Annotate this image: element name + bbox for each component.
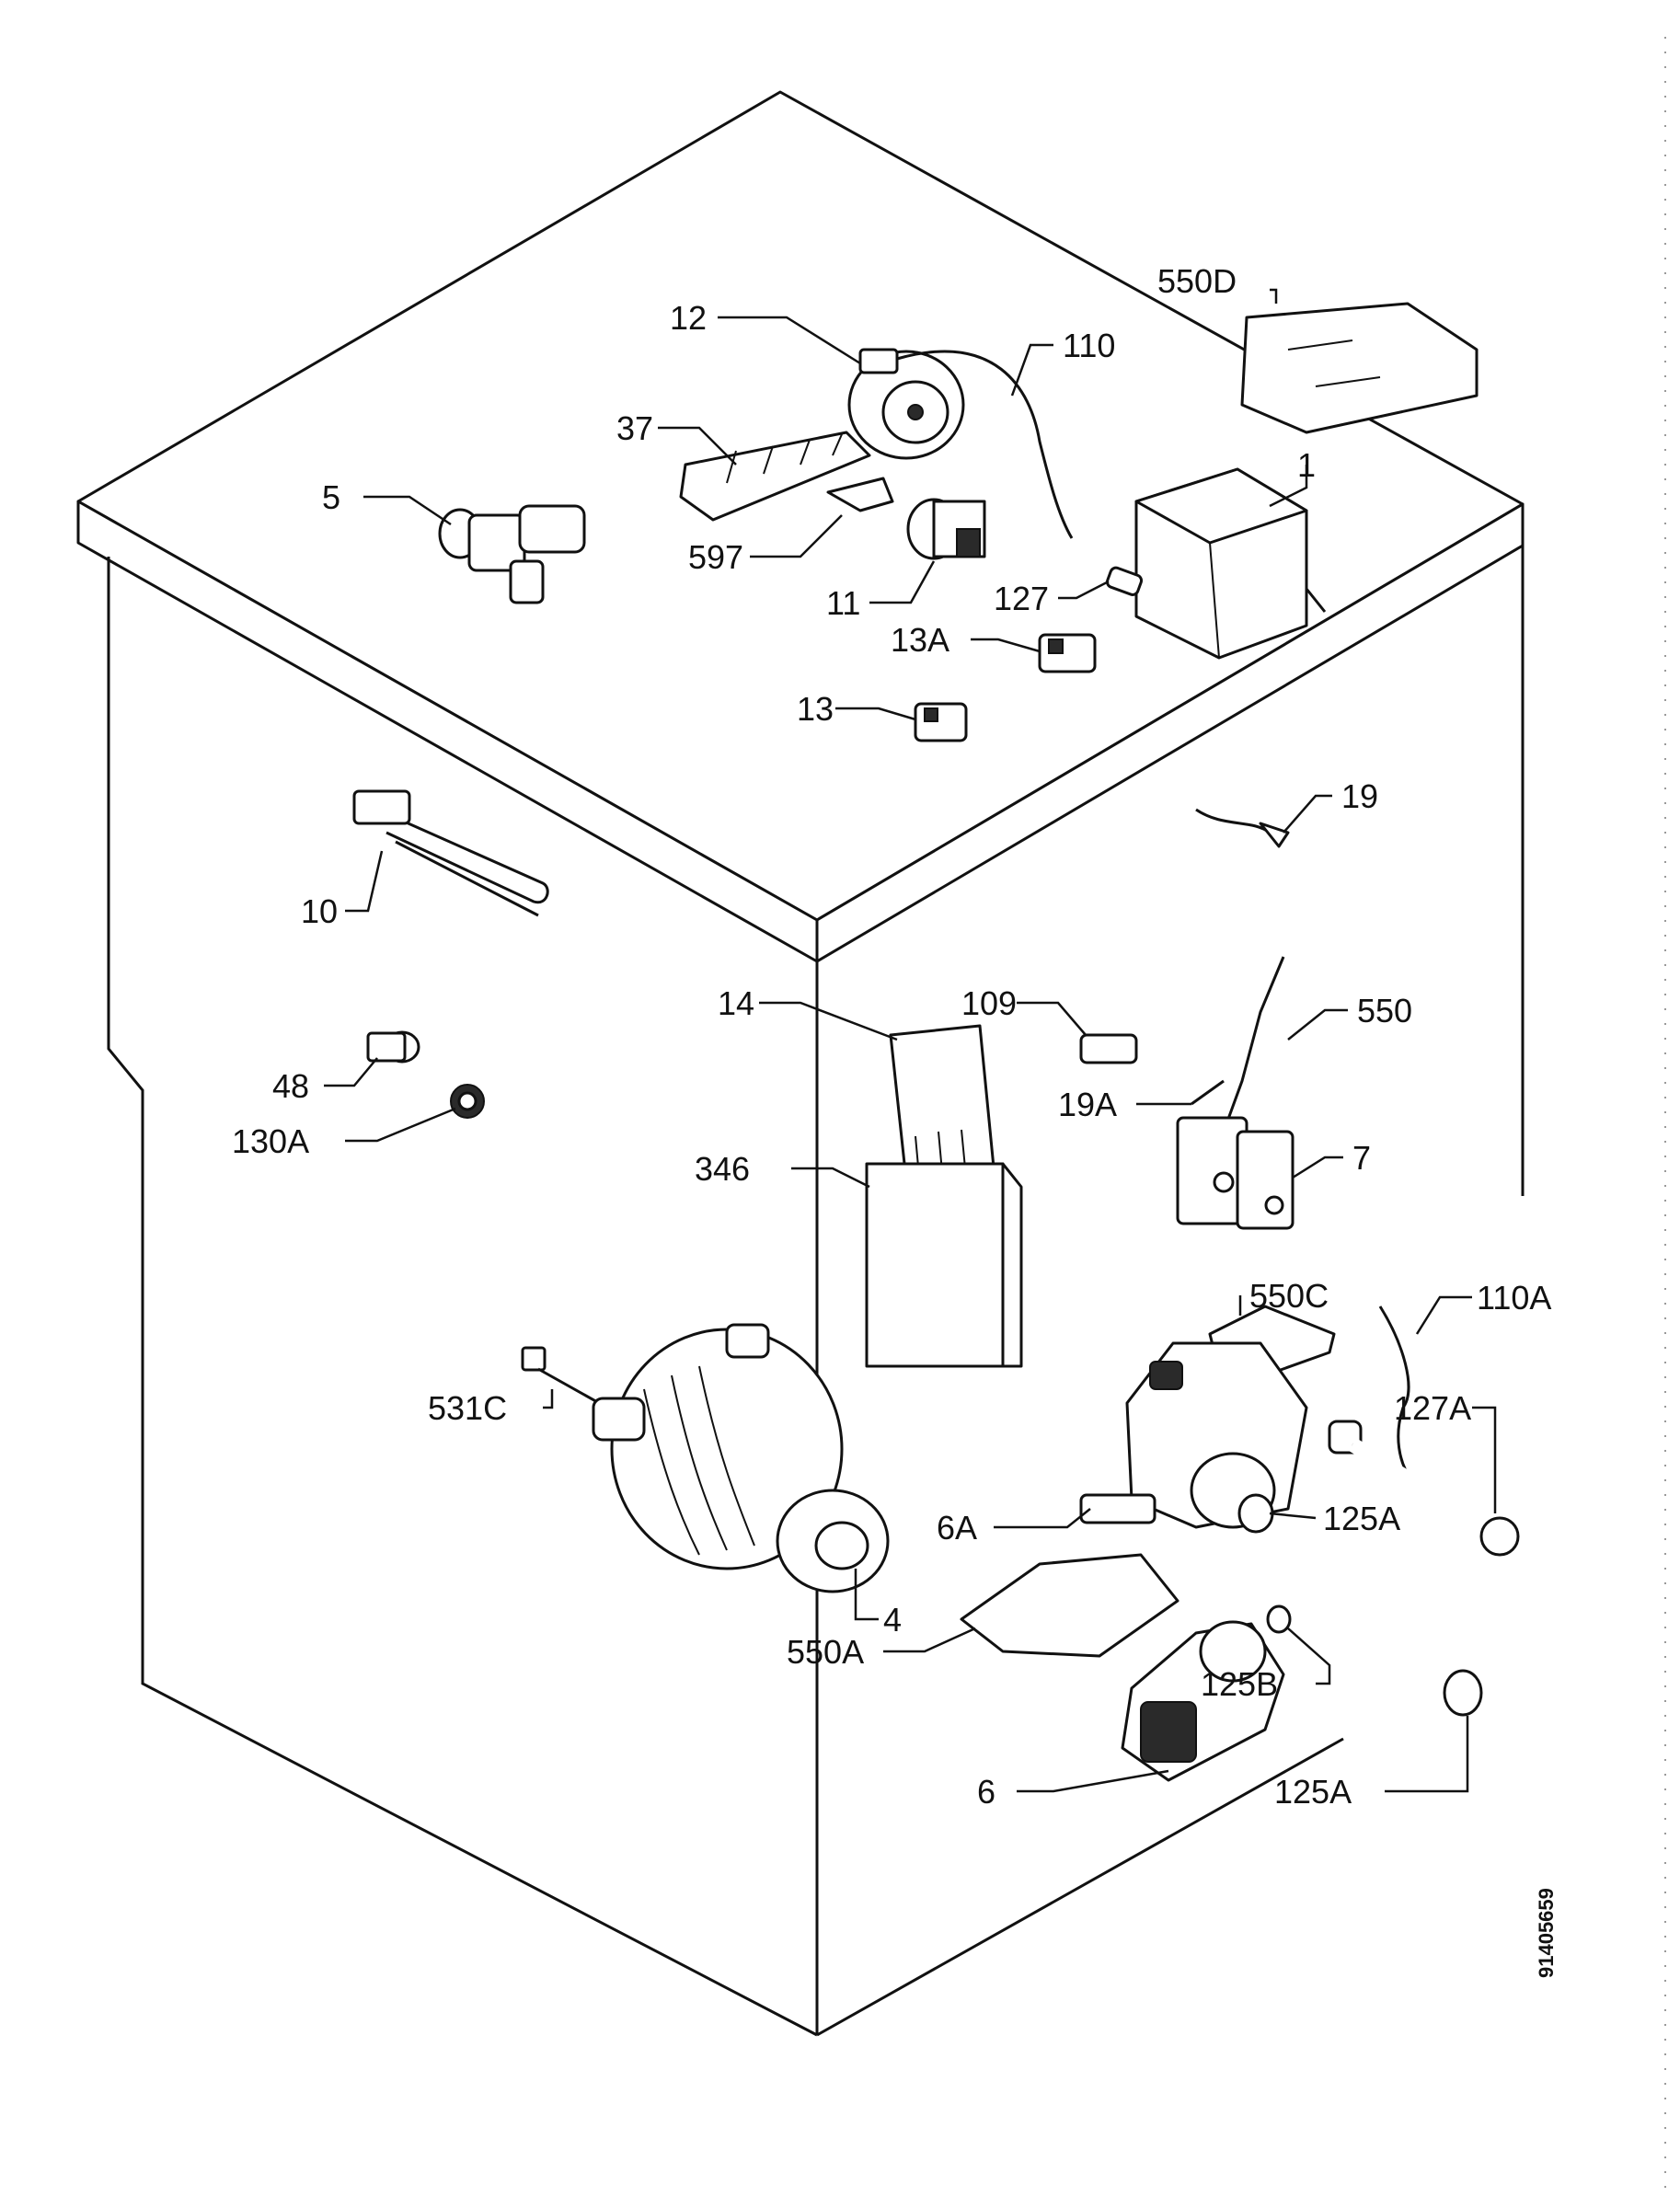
timer-motor-12 xyxy=(847,348,965,460)
callout-125B: 125B xyxy=(1201,1665,1278,1703)
switch-48-body xyxy=(366,1031,407,1063)
heater-element-10 xyxy=(352,789,549,917)
terminal-block-37 xyxy=(679,431,871,522)
leader-lines xyxy=(324,288,1497,1793)
sensor-19A xyxy=(1191,1079,1225,1106)
callout-1: 1 xyxy=(1297,446,1316,484)
bolt-531C xyxy=(521,1346,608,1409)
hose-110A xyxy=(1378,1305,1414,1482)
callout-130A: 130A xyxy=(232,1122,309,1160)
sensor-19 xyxy=(1259,822,1290,848)
hose-127A xyxy=(1328,1420,1520,1557)
callout-550: 550 xyxy=(1357,992,1412,1029)
program-selector-1 xyxy=(1134,467,1327,660)
callout-110A: 110A xyxy=(1477,1279,1551,1317)
sensor-19-wire xyxy=(1195,808,1271,834)
seal-125B xyxy=(1266,1604,1292,1634)
drain-pump-6 xyxy=(1121,1620,1285,1782)
inlet-valve-5 xyxy=(438,504,586,604)
callout-37: 37 xyxy=(616,409,653,447)
callout-550A: 550A xyxy=(787,1633,864,1671)
callout-6A: 6A xyxy=(937,1509,977,1547)
module-housing-346-side xyxy=(1001,1162,1023,1368)
cover-plate-detail xyxy=(1287,339,1381,387)
callout-127A: 127A xyxy=(1394,1389,1471,1427)
connector-13 xyxy=(914,702,968,742)
callout-597: 597 xyxy=(688,538,743,576)
callout-110: 110 xyxy=(1063,327,1115,364)
wiring-arm-550 xyxy=(1222,956,1285,1133)
callout-550D: 550D xyxy=(1157,262,1237,300)
motor-4 xyxy=(592,1323,890,1593)
connector-13-detail xyxy=(924,707,938,722)
seal-125A-lower xyxy=(1443,1669,1483,1717)
callout-19: 19 xyxy=(1341,777,1378,815)
callout-12: 12 xyxy=(670,299,707,337)
callout-13A: 13A xyxy=(891,621,949,659)
callout-4: 4 xyxy=(883,1601,902,1639)
callout-109: 109 xyxy=(961,984,1017,1022)
callout-531C: 531C xyxy=(428,1389,507,1427)
pump-housing-6A xyxy=(1079,1341,1308,1529)
callout-10: 10 xyxy=(301,892,338,930)
callout-550C: 550C xyxy=(1249,1277,1329,1315)
module-housing-346 xyxy=(865,1162,1005,1368)
cover-plate-550D xyxy=(1240,302,1479,434)
fitting-127 xyxy=(1105,566,1144,596)
seal-125A-upper xyxy=(1237,1493,1274,1534)
cabinet-top xyxy=(76,90,1525,922)
callout-labels: 550D 12 110 37 1 5 597 11 127 13A 13 19 … xyxy=(232,262,1551,1811)
callout-127: 127 xyxy=(994,580,1049,617)
cabinet-left-side xyxy=(107,557,818,2037)
connector-13A-detail xyxy=(1048,638,1064,654)
capacitor-11 xyxy=(906,498,986,560)
gear-130A-hub xyxy=(457,1091,478,1111)
part-109 xyxy=(1079,1033,1138,1064)
hose-110 xyxy=(896,350,1074,539)
callout-5: 5 xyxy=(322,478,340,516)
callout-7: 7 xyxy=(1352,1139,1371,1177)
pump-cover-550A xyxy=(960,1553,1179,1658)
door-lock-7 xyxy=(1176,1116,1295,1230)
bracket-597 xyxy=(826,477,894,512)
callout-11: 11 xyxy=(826,584,860,622)
cabinet-outline xyxy=(76,90,1525,2037)
callout-48: 48 xyxy=(272,1067,309,1105)
document-number: 91405659 xyxy=(1535,1888,1558,1978)
callout-125A-lower: 125A xyxy=(1274,1773,1352,1811)
terminal-block-detail xyxy=(726,433,843,484)
callout-346: 346 xyxy=(695,1150,750,1188)
cabinet-bottom-edge xyxy=(816,1737,1344,2037)
callout-13: 13 xyxy=(797,690,834,728)
callout-19A: 19A xyxy=(1058,1086,1117,1123)
callout-14: 14 xyxy=(718,984,754,1022)
callout-6: 6 xyxy=(977,1773,995,1811)
callout-125A-upper: 125A xyxy=(1323,1500,1400,1537)
